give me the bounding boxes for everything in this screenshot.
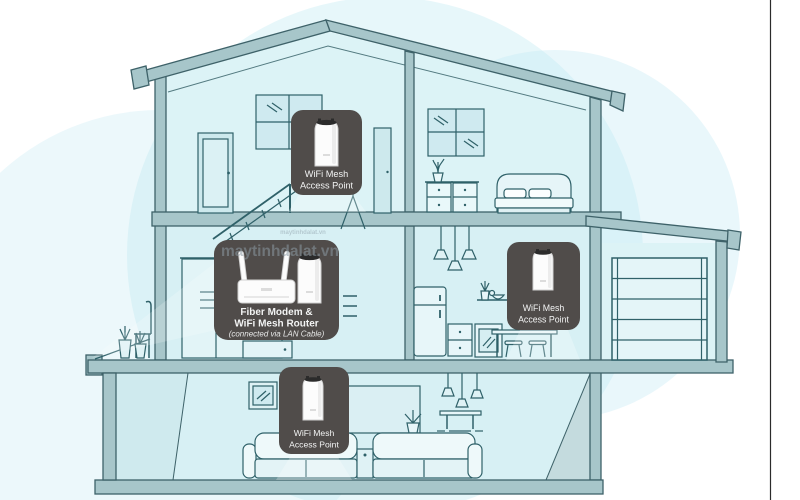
stair-railing-icon <box>212 183 297 245</box>
door-icon <box>197 132 234 214</box>
balcony-chair-icon <box>134 300 152 358</box>
kitchen-cabinet-icon <box>447 323 473 357</box>
badge-sublabel: (connected via LAN Cable) <box>229 330 325 339</box>
modem-router-icon <box>237 250 296 304</box>
console-table-icon <box>437 410 483 432</box>
mesh-unit-icon <box>302 376 324 421</box>
badge-living-access-point: WiFi Mesh Access Point <box>279 367 349 454</box>
balcony-plant-icon <box>118 326 147 359</box>
garage-door-icon <box>611 257 708 361</box>
signal-beams <box>92 193 580 480</box>
bedroom-window-icon <box>427 108 485 157</box>
pendant-lamp-icon <box>433 226 477 271</box>
dining-table-icon <box>491 329 558 358</box>
garage-right-wall <box>715 240 728 363</box>
watermark-text-small: maytinhdalat.vn <box>280 230 326 236</box>
narrow-door-icon <box>373 127 392 214</box>
picture-frame-icon <box>248 381 278 410</box>
badge-label: Access Point <box>518 315 569 325</box>
garage-roof-cap <box>726 229 742 251</box>
right-wall <box>589 96 602 481</box>
second-floor-slab <box>87 359 734 374</box>
fridge-icon <box>413 286 447 357</box>
attic-floor-slab <box>151 211 622 227</box>
attic-divider-wall <box>404 50 415 213</box>
sofa-plant-icon <box>404 410 422 434</box>
badge-label: WiFi Mesh <box>294 428 335 438</box>
dresser-icon <box>451 181 479 213</box>
roof-left-eave <box>130 65 150 90</box>
house-structure <box>85 19 742 495</box>
badge-label: WiFi Mesh <box>305 169 348 179</box>
ground-left-wall <box>102 372 117 481</box>
badge-label: Access Point <box>289 440 339 450</box>
sofa-icon <box>242 432 483 479</box>
bed-icon <box>494 173 574 214</box>
kitchen-divider-wall <box>404 225 415 361</box>
plant-icon <box>432 158 445 183</box>
mesh-unit-icon <box>297 253 322 304</box>
badge-kitchen-access-point: WiFi Mesh Access Point <box>507 242 580 330</box>
tv-stand-icon <box>242 340 293 359</box>
counter-plant-bowl-icon <box>477 281 507 301</box>
badge-label: Access Point <box>300 181 354 191</box>
badge-label: WiFi Mesh Router <box>234 319 318 330</box>
oven-icon <box>474 323 503 358</box>
dresser-icon <box>425 181 453 213</box>
badge-fiber-modem-router: Fiber Modem & WiFi Mesh Router (connecte… <box>214 240 339 340</box>
badge-attic-access-point: WiFi Mesh Access Point <box>291 110 362 195</box>
badge-label: WiFi Mesh <box>523 303 565 313</box>
ground-slab <box>94 479 604 495</box>
living-pendant-lamp-icon <box>441 373 484 408</box>
badge-label: Fiber Modem & <box>240 307 312 318</box>
roof-right-eave <box>609 90 626 112</box>
wall-shelf-icon <box>343 295 357 317</box>
watermark-text: maytinhdalat.vn <box>221 243 339 260</box>
mesh-unit-icon <box>314 118 339 167</box>
mesh-unit-icon <box>532 249 554 291</box>
